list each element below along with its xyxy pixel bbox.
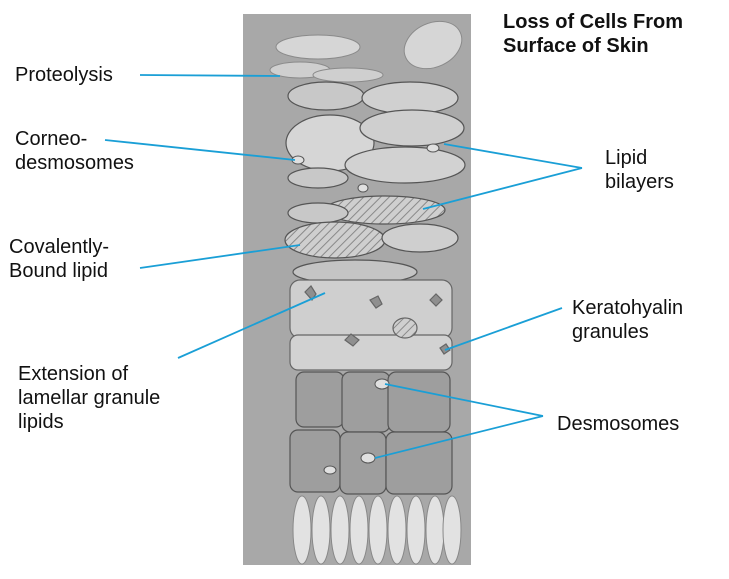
- label-lipid-line-2: bilayers: [605, 170, 674, 194]
- label-desmosomes: Desmosomes: [557, 412, 679, 436]
- label-covalently-line-1: Covalently-: [9, 235, 109, 259]
- label-keratohyalin-granules: Keratohyalin granules: [572, 296, 683, 344]
- label-extension-line-2: lamellar granule: [18, 386, 160, 410]
- label-corneodesmosomes: Corneo- desmosomes: [15, 127, 134, 175]
- label-covalently-bound-lipid: Covalently- Bound lipid: [9, 235, 109, 283]
- granular-layer: [290, 280, 452, 370]
- label-lipid-line-1: Lipid: [605, 146, 674, 170]
- leader-proteolysis: [140, 75, 280, 76]
- spinous-layer: [290, 372, 452, 494]
- label-extension-lamellar: Extension of lamellar granule lipids: [18, 362, 160, 434]
- label-corneodesmosomes-line-2: desmosomes: [15, 151, 134, 175]
- label-extension-line-1: Extension of: [18, 362, 160, 386]
- label-kerato-line-2: granules: [572, 320, 683, 344]
- label-covalently-line-2: Bound lipid: [9, 259, 109, 283]
- label-kerato-line-1: Keratohyalin: [572, 296, 683, 320]
- label-corneodesmosomes-line-1: Corneo-: [15, 127, 134, 151]
- label-proteolysis: Proteolysis: [15, 63, 113, 87]
- label-extension-line-3: lipids: [18, 410, 160, 434]
- basal-layer: [293, 496, 461, 564]
- label-lipid-bilayers: Lipid bilayers: [605, 146, 674, 194]
